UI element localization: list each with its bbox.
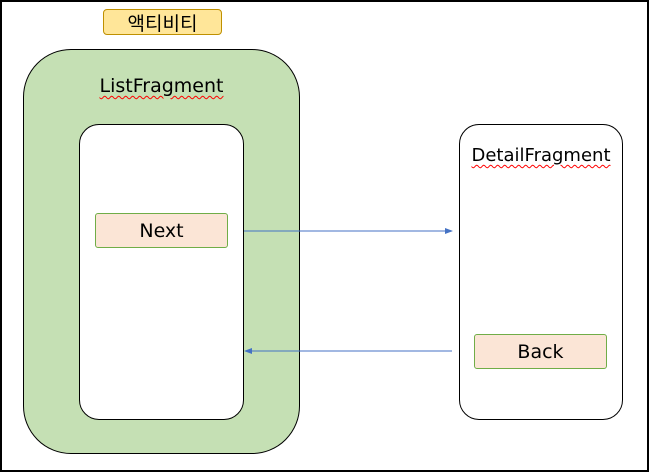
- next-button-label: Next: [139, 219, 184, 242]
- next-button[interactable]: Next: [95, 213, 228, 248]
- activity-label: 액티비티: [103, 9, 222, 35]
- back-button-label: Back: [517, 340, 564, 363]
- activity-label-text: 액티비티: [127, 12, 198, 35]
- detail-fragment-title: DetailFragment: [471, 145, 611, 166]
- detail-fragment-screen: DetailFragment: [459, 124, 623, 420]
- list-fragment-screen: [79, 124, 244, 420]
- back-button[interactable]: Back: [474, 334, 607, 369]
- list-fragment-title: ListFragment: [99, 75, 224, 97]
